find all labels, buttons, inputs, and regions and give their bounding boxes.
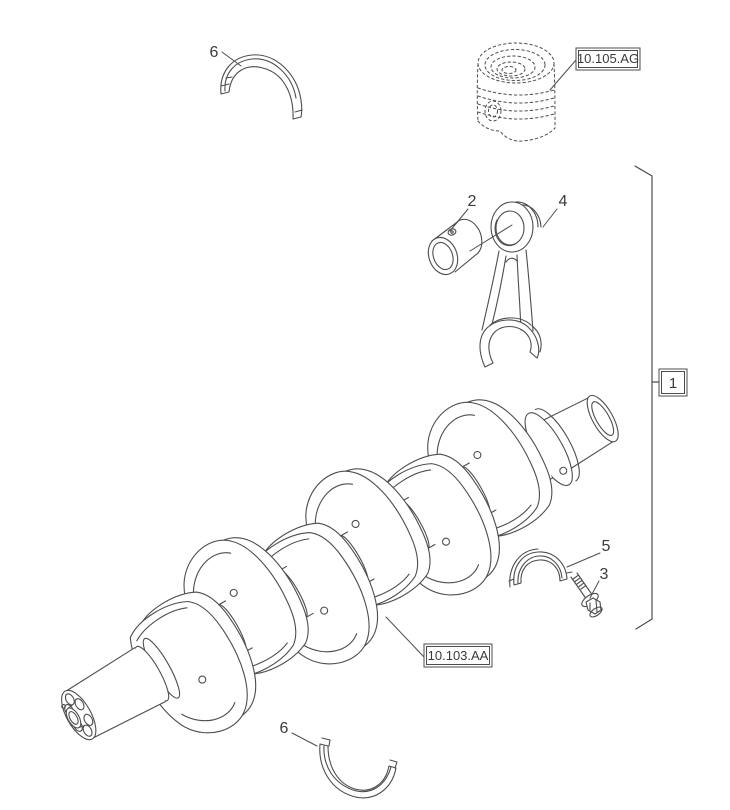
callout-4[interactable]: 4: [559, 193, 568, 210]
crankshaft-drawing: [61, 394, 619, 741]
leader-lines: [221, 51, 601, 747]
leader-2: [449, 208, 469, 232]
ref-box-piston-label: 10.105.AG: [577, 51, 639, 66]
callout-1-label: 1: [669, 375, 677, 392]
leader-3: [589, 580, 600, 599]
main-bearing-shell-lower-drawing: [319, 737, 398, 799]
leader-5: [566, 552, 601, 568]
ref-box-crankshaft[interactable]: 10.103.AA: [423, 643, 493, 668]
rod-bearing-shell-drawing: [508, 548, 573, 588]
callout-6-top[interactable]: 6: [210, 44, 219, 61]
callout-3[interactable]: 3: [600, 566, 609, 583]
ref-box-crankshaft-label: 10.103.AA: [428, 648, 489, 663]
leader-6-bottom: [291, 732, 318, 747]
piston-reference-drawing: [476, 42, 556, 142]
callout-1-box[interactable]: 1: [658, 368, 688, 397]
assembly-line-bushing-to-rod: [469, 224, 513, 252]
assembly-bracket: [634, 165, 660, 630]
ref-box-piston[interactable]: 10.105.AG: [575, 47, 641, 71]
leader-ref-piston: [549, 59, 577, 91]
callout-6-bottom[interactable]: 6: [280, 720, 289, 737]
main-bearing-shell-upper-drawing: [220, 54, 303, 120]
piston-pin-bushing-drawing: [427, 218, 483, 276]
rod-bolt-drawing: [570, 572, 603, 618]
connecting-rod-drawing: [479, 201, 542, 368]
leader-4: [542, 208, 558, 228]
leader-ref-crankshaft: [385, 616, 425, 658]
callout-2[interactable]: 2: [468, 193, 477, 210]
leader-6-top: [221, 51, 242, 67]
callout-5[interactable]: 5: [602, 538, 611, 555]
